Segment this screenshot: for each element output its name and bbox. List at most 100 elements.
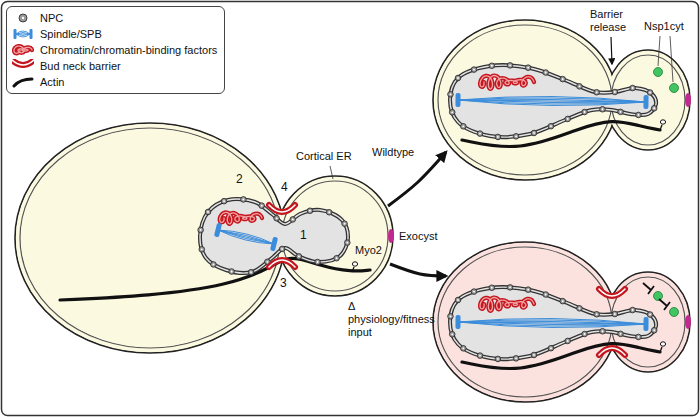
npc-pore <box>491 287 493 289</box>
budding-cell <box>433 242 691 402</box>
npc-pore <box>462 347 464 349</box>
spindle-microtubule <box>218 230 274 244</box>
npc-pore <box>533 132 535 134</box>
npc <box>221 198 227 204</box>
nuclear-envelope <box>450 287 656 359</box>
myo2-stalk <box>660 347 662 352</box>
npc <box>636 112 642 118</box>
transition-arrow <box>388 152 446 206</box>
npc-pore <box>509 64 511 66</box>
npc-pore <box>22 17 24 19</box>
npc-ring <box>647 312 653 318</box>
note-label: Barrier release <box>590 8 632 34</box>
release-arrow <box>611 37 612 64</box>
npc-pore <box>620 111 622 113</box>
npc-pore <box>550 347 552 349</box>
npc <box>315 259 321 265</box>
legend-row: Chromatin/chromatin-binding factors <box>12 42 217 58</box>
spindle-microtubule <box>218 230 274 244</box>
npc-pore <box>457 77 459 79</box>
npc-ring <box>489 285 495 291</box>
npc-ring <box>307 208 313 214</box>
npc <box>582 331 588 337</box>
npc-pore <box>579 307 581 309</box>
npc <box>345 240 351 246</box>
npc-ring <box>461 346 467 352</box>
npc <box>636 334 642 340</box>
npc-pore <box>638 114 640 116</box>
legend-row: Spindle/SPB <box>12 26 217 42</box>
npc <box>548 345 554 351</box>
npc-ring <box>471 67 477 73</box>
npc-ring <box>618 331 624 337</box>
npc-ring <box>513 356 519 362</box>
npc <box>565 338 571 344</box>
npc-pore <box>242 199 244 201</box>
npc <box>279 246 285 252</box>
npc-pore <box>562 300 564 302</box>
bud-neck-barrier-core <box>599 289 625 296</box>
myo2-stalk <box>660 125 662 130</box>
npc-ring <box>248 269 254 275</box>
npc <box>489 285 495 291</box>
actin-cable <box>60 258 370 300</box>
nuclear-envelope-lumen <box>200 199 348 273</box>
npc-pore <box>527 289 529 291</box>
chromatin <box>480 75 534 88</box>
npc-pore <box>614 91 616 93</box>
npc-ring <box>618 109 624 115</box>
npc-pore <box>328 211 330 213</box>
spindle-microtubule <box>458 322 646 328</box>
leader-line <box>658 36 660 66</box>
npc <box>205 209 211 215</box>
npc-pore <box>653 329 655 331</box>
npc-pore <box>602 108 604 110</box>
npc-pore <box>450 93 452 95</box>
npc-track <box>200 199 348 273</box>
npc-pore <box>596 313 598 315</box>
myo2-stalk <box>352 267 354 272</box>
nsp1-cyt <box>654 292 663 301</box>
npc <box>531 352 537 358</box>
actin-cable <box>14 79 32 86</box>
leader-line <box>330 166 333 179</box>
npc <box>471 67 477 73</box>
npc-pore <box>231 271 233 273</box>
npc-pore <box>632 309 634 311</box>
npc <box>342 221 348 227</box>
exocyst <box>685 93 691 107</box>
npc-pore <box>638 336 640 338</box>
npc-ring <box>211 262 217 268</box>
npc-pore <box>250 271 252 273</box>
npc-pore <box>515 135 517 137</box>
spb <box>14 29 17 39</box>
npc-ring <box>471 289 477 295</box>
npc <box>630 307 636 313</box>
npc-ring <box>531 352 537 358</box>
npc-ring <box>489 63 495 69</box>
npc-pore <box>562 78 564 80</box>
npc-ring <box>495 356 501 362</box>
npc <box>274 215 280 221</box>
legend-text: Chromatin/chromatin-binding factors <box>40 44 217 57</box>
npc-ring <box>477 353 483 359</box>
npc <box>241 197 247 203</box>
bud-neck-barrier <box>269 260 295 267</box>
spindle-microtubule <box>218 230 274 244</box>
npc <box>199 247 205 253</box>
spindle-microtubule <box>458 318 646 324</box>
npc-pore <box>479 355 481 357</box>
npc-pore <box>200 229 202 231</box>
npc <box>577 306 583 312</box>
npc <box>461 124 467 130</box>
npc-track <box>450 65 656 137</box>
npc <box>461 346 467 352</box>
bud-neck-barrier <box>599 348 625 355</box>
legend-box: NPCSpindle/SPBChromatin/chromatin-bindin… <box>6 6 225 94</box>
npc-ring <box>548 345 554 351</box>
npc-ring <box>334 255 340 261</box>
chromatin-core <box>14 46 32 53</box>
npc-pore <box>213 264 215 266</box>
npc <box>651 105 657 111</box>
condition-label: Wildtype <box>372 146 414 159</box>
